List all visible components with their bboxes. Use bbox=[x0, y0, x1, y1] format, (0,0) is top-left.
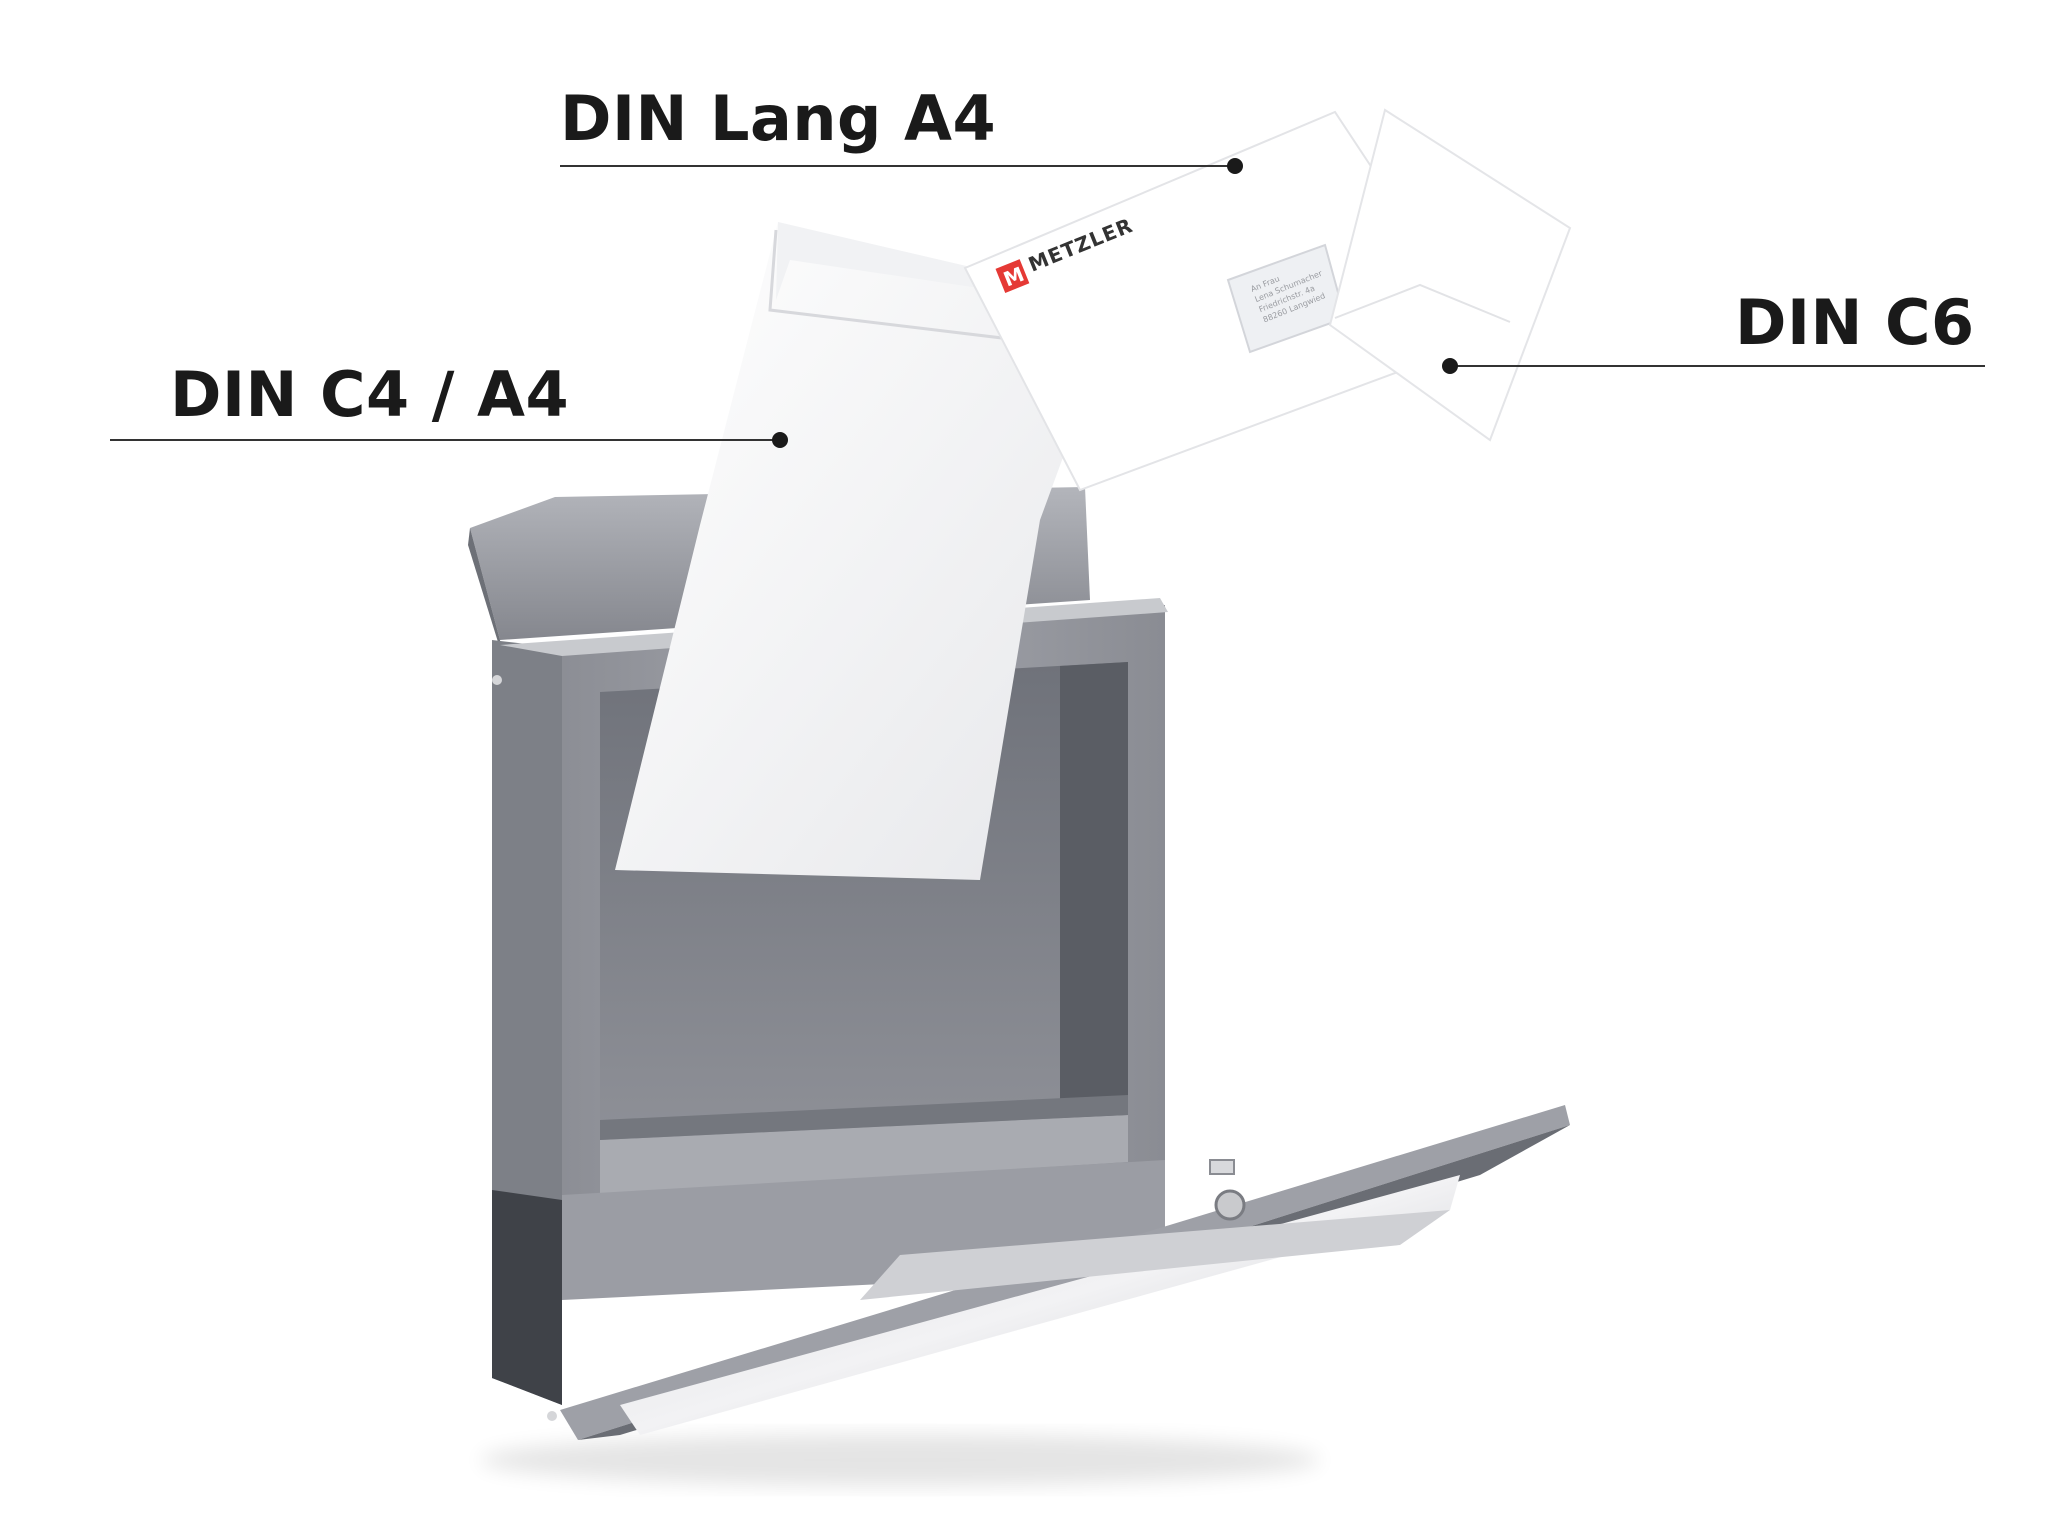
rivet-icon bbox=[547, 1411, 557, 1421]
envelope-din-c6 bbox=[1328, 108, 1572, 442]
callout-label-din-c4: DIN C4 / A4 bbox=[170, 358, 570, 431]
envelope-din-c4 bbox=[615, 222, 1120, 880]
callout-dot-din-c6 bbox=[1442, 358, 1458, 374]
mailbox-top-flap-edge bbox=[468, 528, 502, 655]
envelope-din-c4-fold bbox=[768, 229, 1061, 347]
envelope-din-c6-fold bbox=[1334, 283, 1511, 323]
mailbox-interior-wall bbox=[1060, 662, 1128, 1118]
callout-label-din-c6: DIN C6 bbox=[1735, 286, 1975, 359]
callout-dot-din-c4 bbox=[772, 432, 788, 448]
mailbox-door-reflection bbox=[860, 1210, 1450, 1300]
floor-shadow bbox=[480, 1434, 1320, 1486]
callout-label-din-lang: DIN Lang A4 bbox=[560, 82, 997, 155]
mailbox-side-panel-shadow bbox=[492, 1190, 562, 1405]
callout-dot-din-lang bbox=[1227, 158, 1243, 174]
mailbox-shelf-edge bbox=[600, 1095, 1128, 1140]
metzler-logo-icon: M bbox=[995, 259, 1030, 293]
key-icon bbox=[1209, 1159, 1235, 1175]
mailbox-shelf bbox=[600, 1115, 1128, 1195]
lock-icon bbox=[1214, 1189, 1246, 1221]
rivet-icon bbox=[492, 675, 502, 685]
